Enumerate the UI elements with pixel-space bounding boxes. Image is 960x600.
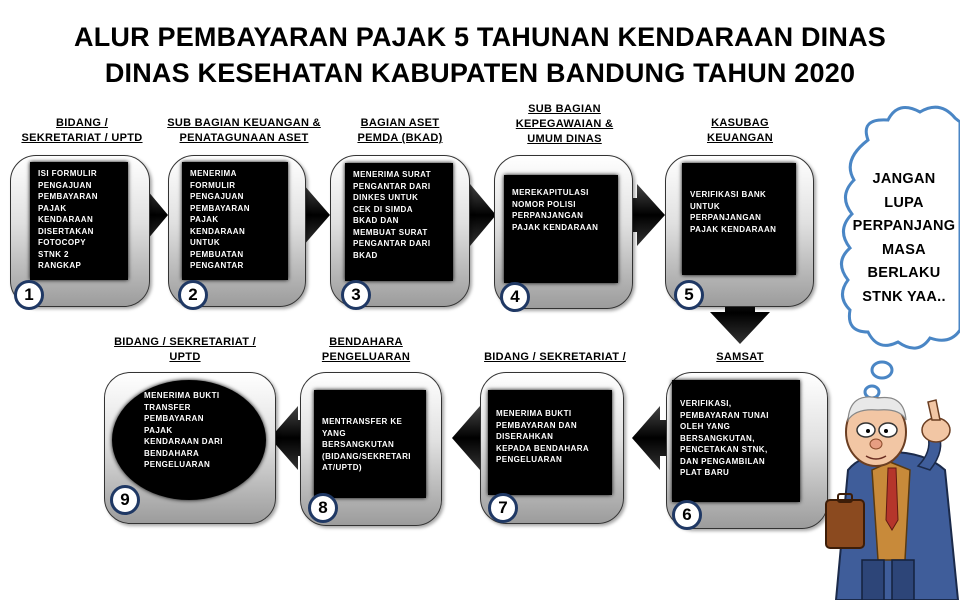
step-7-number: 7 [488, 493, 518, 523]
step-2-number: 2 [178, 280, 208, 310]
step-3-heading: BAGIAN ASET PEMDA (BKAD) [357, 117, 443, 144]
reminder-line-1: JANGAN [872, 171, 936, 187]
step-7-text: MENERIMA BUKTI PEMBAYARAN DAN DISERAHKAN… [488, 390, 612, 495]
diagram-title-line1: ALUR PEMBAYARAN PAJAK 5 TAHUNAN KENDARAA… [74, 22, 886, 52]
step-4-heading: SUB BAGIAN KEPEGAWAIAN & UMUM DINAS [515, 103, 614, 145]
step-5-heading: KASUBAG KEUANGAN [707, 117, 773, 144]
step-2-text: MENERIMA FORMULIR PENGAJUAN PEMBAYARAN P… [182, 162, 288, 280]
step-9-heading: BIDANG / SEKRETARIAT / UPTD [114, 336, 256, 363]
step-4-text: MEREKAPITULASI NOMOR POLISI PERPANJANGAN… [504, 175, 618, 283]
reminder-line-5: BERLAKU [867, 265, 941, 281]
step-3-number: 3 [341, 280, 371, 310]
reminder-line-6: STNK YAA.. [862, 288, 946, 305]
step-9-text: MENERIMA BUKTI TRANSFER PEMBAYARAN PAJAK… [112, 380, 266, 500]
step-2-heading: SUB BAGIAN KEUANGAN & PENATAGUNAAN ASET [167, 117, 321, 144]
step-1-number: 1 [14, 280, 44, 310]
step-6-number: 6 [672, 500, 702, 530]
step-1-text: ISI FORMULIR PENGAJUAN PEMBAYARAN PAJAK … [30, 162, 128, 280]
step-1-heading: BIDANG / SEKRETARIAT / UPTD [21, 117, 143, 144]
reminder-line-3: PERPANJANG [852, 218, 956, 234]
step-6-text: VERIFIKASI, PEMBAYARAN TUNAI OLEH YANG B… [672, 380, 800, 502]
step-3-text: MENERIMA SURAT PENGANTAR DARI DINKES UNT… [345, 163, 453, 281]
step-8-heading: BENDAHARA PENGELUARAN [321, 336, 411, 363]
step-6-heading: SAMSAT [716, 351, 764, 363]
reminder-line-4: MASA [882, 241, 926, 258]
diagram-title-line2: DINAS KESEHATAN KABUPATEN BANDUNG TAHUN … [104, 58, 856, 88]
reminder-text: JANGAN LUPA PERPANJANG MASA BERLAKU STNK… [848, 168, 960, 309]
step-4-number: 4 [500, 282, 530, 312]
step-5-text: VERIFIKASI BANK UNTUK PERPANJANGAN PAJAK… [682, 163, 796, 275]
step-7-heading: BIDANG / SEKRETARIAT / UPTD [484, 351, 626, 363]
step-8-text: MENTRANSFER KE YANG BERSANGKUTAN (BIDANG… [314, 390, 426, 498]
reminder-line-2: LUPA [884, 194, 924, 211]
step-9-number: 9 [110, 485, 140, 515]
step-8-number: 8 [308, 493, 338, 523]
step-5-number: 5 [674, 280, 704, 310]
